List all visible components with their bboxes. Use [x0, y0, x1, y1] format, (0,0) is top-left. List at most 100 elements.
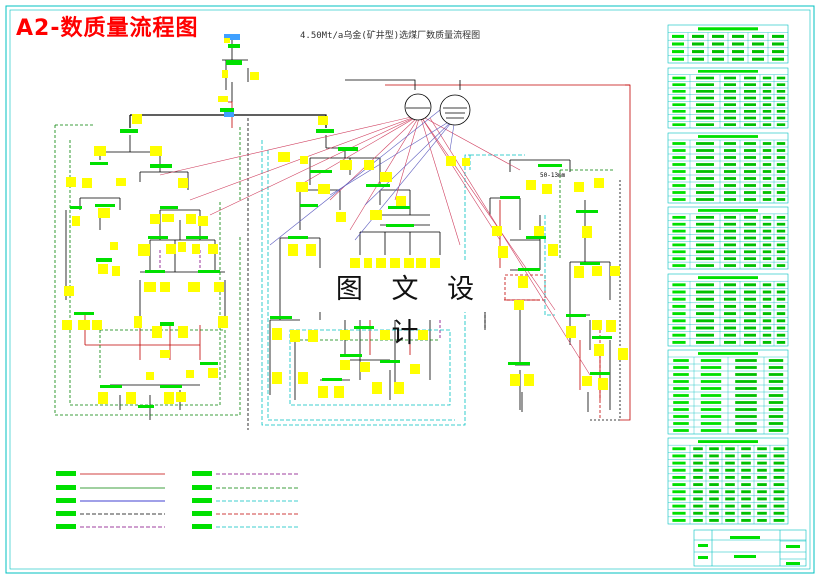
- table-cell: [672, 50, 684, 54]
- table-cell: [696, 319, 714, 323]
- table-cell: [762, 170, 772, 173]
- table-cell: [696, 123, 714, 126]
- table-cell: [696, 103, 714, 106]
- table-cell: [696, 229, 714, 233]
- table-cell: [673, 380, 689, 383]
- table-cell: [673, 415, 689, 418]
- table-cell: [762, 333, 772, 337]
- table-cell: [744, 250, 756, 254]
- table-cell: [696, 76, 714, 80]
- table-cell: [724, 264, 736, 267]
- table-cell: [773, 504, 785, 508]
- table-cell: [693, 497, 703, 501]
- table-cell: [673, 422, 689, 425]
- table-cell: [672, 475, 686, 479]
- table-cell: [724, 290, 736, 294]
- table-cell: [762, 198, 772, 201]
- table-cell: [776, 163, 786, 166]
- table-cell: [672, 461, 686, 465]
- table-cell: [696, 96, 714, 100]
- table-cell: [762, 96, 772, 100]
- table-cell: [724, 163, 736, 166]
- table-cell: [672, 257, 686, 261]
- table-cell: [776, 290, 786, 294]
- table-cell: [724, 319, 736, 323]
- table-cell: [744, 236, 756, 240]
- drawing-title: 4.50Mt/a乌金(矿井型)选煤厂数质量流程图: [300, 31, 481, 41]
- table-cell: [709, 511, 719, 515]
- table-cell: [768, 408, 784, 411]
- table-cell: [768, 380, 784, 383]
- table-cell: [741, 475, 751, 479]
- table-cell: [776, 116, 786, 120]
- table-cell: [672, 518, 686, 522]
- table-cell: [696, 156, 714, 159]
- table-cell: [744, 142, 756, 145]
- table-cell: [672, 116, 686, 120]
- table-cell: [672, 297, 686, 301]
- table-cell: [700, 359, 722, 362]
- table-title: [698, 352, 758, 355]
- table-cell: [672, 283, 686, 287]
- table-cell: [757, 454, 767, 458]
- table-cell: [696, 264, 714, 267]
- table-cell: [735, 394, 757, 397]
- table-cell: [773, 518, 785, 522]
- table-cell: [724, 326, 736, 330]
- table-cell: [744, 283, 756, 287]
- table-cell: [762, 83, 772, 86]
- watermark: 图 文 设 计: [316, 268, 504, 349]
- table-cell: [672, 243, 686, 247]
- table-cell: [693, 468, 703, 472]
- table-cell: [693, 504, 703, 508]
- table-cell: [762, 222, 772, 226]
- table-cell: [735, 415, 757, 418]
- table-cell: [773, 454, 785, 458]
- table-cell: [773, 468, 785, 472]
- table-cell: [762, 123, 772, 126]
- thickener-tanks: [404, 93, 471, 126]
- table-cell: [709, 490, 719, 494]
- table-cell: [757, 447, 767, 451]
- table-cell: [696, 326, 714, 330]
- table-cell: [672, 290, 686, 294]
- table-cell: [724, 103, 736, 106]
- table-cell: [693, 475, 703, 479]
- table-cell: [672, 198, 686, 201]
- table-cell: [776, 312, 786, 316]
- table-cell: [672, 250, 686, 254]
- table-cell: [735, 401, 757, 404]
- table-cell: [757, 461, 767, 465]
- table-cell: [696, 297, 714, 301]
- table-cell: [672, 304, 686, 308]
- table-cell: [693, 447, 703, 451]
- table-cell: [776, 340, 786, 344]
- data-labels: [62, 38, 628, 404]
- table-cell: [672, 42, 684, 46]
- table-cell: [762, 236, 772, 240]
- table-cell: [744, 319, 756, 323]
- table-cell: [744, 90, 756, 93]
- table-cell: [768, 373, 784, 376]
- table-title: [698, 276, 758, 280]
- table-cell: [768, 359, 784, 362]
- table-cell: [744, 290, 756, 294]
- table-cell: [672, 447, 686, 451]
- table-cell: [724, 312, 736, 316]
- table-cell: [768, 429, 784, 432]
- feed-hopper: [224, 34, 240, 40]
- table-cell: [725, 511, 735, 515]
- table-cell: [724, 142, 736, 145]
- table-cell: [776, 283, 786, 287]
- table-cell: [696, 177, 714, 180]
- table-cell: [741, 461, 751, 465]
- table-cell: [776, 243, 786, 247]
- table-cell: [744, 149, 756, 152]
- table-cell: [712, 34, 724, 38]
- table-cell: [773, 497, 785, 501]
- table-cell: [696, 170, 714, 173]
- table-cell: [724, 96, 736, 100]
- table-cell: [741, 490, 751, 494]
- table-cell: [696, 215, 714, 219]
